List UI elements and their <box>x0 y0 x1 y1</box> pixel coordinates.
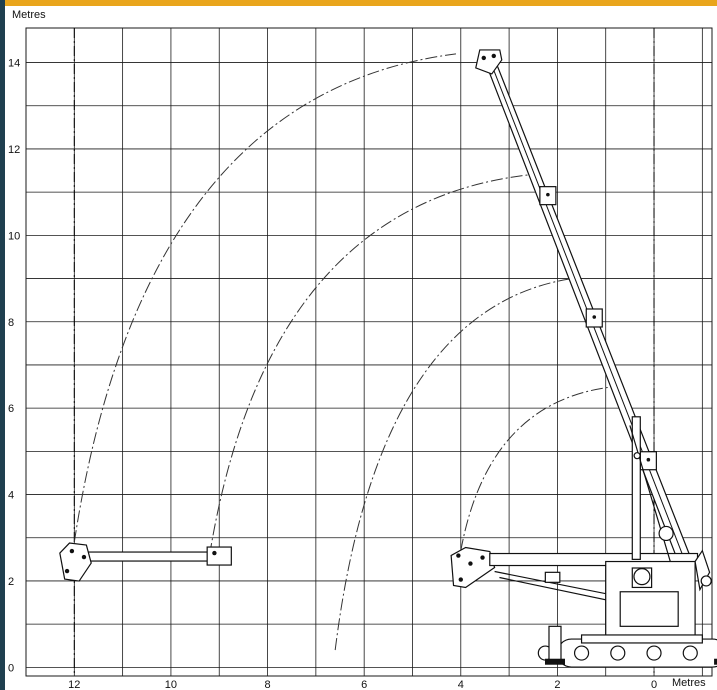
y-tick-label: 6 <box>8 403 14 415</box>
plot-border <box>25 27 713 677</box>
x-tick-label: 2 <box>554 679 560 690</box>
track-roller <box>682 645 698 661</box>
track-frame <box>580 634 703 644</box>
y-tick-label: 10 <box>8 230 20 242</box>
outrigger-pad <box>714 658 717 665</box>
pin-icon <box>456 553 461 558</box>
outrigger-leg <box>548 625 562 661</box>
rear-hook-ring <box>700 575 712 587</box>
mast-pivot <box>633 452 641 460</box>
rear-hook <box>694 549 711 592</box>
pin-icon <box>212 550 217 556</box>
pin-icon <box>81 554 87 560</box>
slew-ring <box>633 568 651 586</box>
reach-arc <box>209 174 529 556</box>
pin-icon <box>491 53 496 59</box>
reach-arc <box>334 278 572 651</box>
x-tick-label: 6 <box>361 679 367 690</box>
y-tick-label: 4 <box>8 490 14 502</box>
track-roller <box>646 645 662 661</box>
axis-ticks: 0 2 4 6 8 10 12 14 12 10 8 6 4 2 0 <box>8 58 657 690</box>
grid <box>25 27 713 677</box>
pin-icon <box>64 568 70 574</box>
pin-icon <box>546 192 550 197</box>
x-tick-label: 8 <box>264 679 270 690</box>
reach-arc <box>460 386 616 551</box>
pin-icon <box>69 548 75 554</box>
x-tick-label: 4 <box>458 679 464 690</box>
y-tick-label: 0 <box>8 662 14 674</box>
x-tick-label: 0 <box>651 679 657 690</box>
pin-icon <box>481 55 486 61</box>
cab-panel <box>619 591 679 627</box>
y-tick-label: 2 <box>8 576 14 588</box>
extended-boom <box>73 551 220 562</box>
left-bar <box>0 0 5 690</box>
crane-machine <box>59 49 717 668</box>
pin-icon <box>646 457 651 462</box>
pin-icon <box>468 561 473 566</box>
pin-icon <box>592 315 597 319</box>
main-cylinder <box>631 416 641 560</box>
y-tick-label: 12 <box>8 144 20 156</box>
y-axis-unit: Metres <box>12 9 46 21</box>
x-tick-label: 12 <box>68 679 80 690</box>
y-tick-label: 14 <box>8 58 20 70</box>
reach-arcs <box>73 53 616 651</box>
x-axis-unit: Metres <box>672 677 706 689</box>
hydraulic-tank <box>658 525 674 542</box>
track-roller <box>610 645 626 661</box>
pin-icon <box>458 577 463 582</box>
pin-icon <box>480 555 485 560</box>
x-tick-label: 10 <box>165 679 177 690</box>
track-roller <box>573 645 590 661</box>
short-boom-head <box>206 546 232 566</box>
outrigger-pad <box>544 658 565 665</box>
y-tick-label: 8 <box>8 317 14 329</box>
ram-clamp <box>544 571 561 583</box>
reach-arc <box>73 53 457 543</box>
top-band <box>0 0 717 6</box>
